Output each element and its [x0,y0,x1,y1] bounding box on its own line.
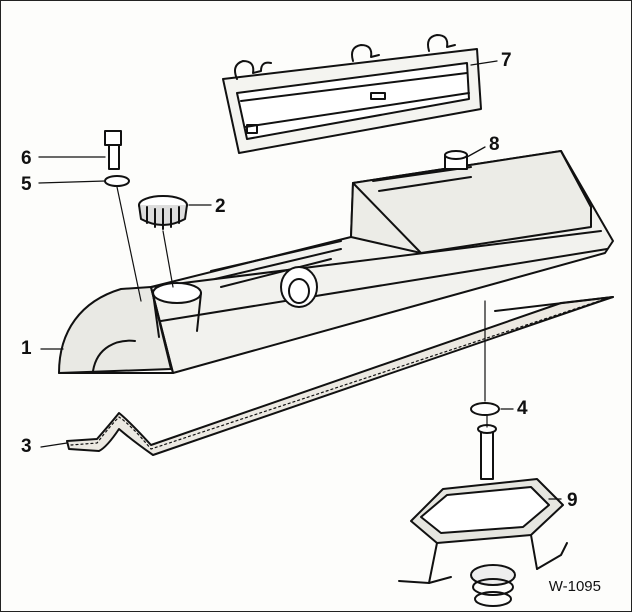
bolt-part [104,130,122,170]
leader-lines [38,60,562,500]
filler-cap-part [138,195,188,230]
callout-7: 7 [501,50,512,71]
callout-5: 5 [21,174,32,195]
callout-1: 1 [21,338,32,359]
callout-2: 2 [215,196,226,217]
callout-4: 4 [517,398,528,419]
callout-8: 8 [489,134,500,155]
alignment-lines [116,186,488,428]
gasket-part [66,296,614,456]
cover-plate-part [222,34,482,154]
callout-6: 6 [21,148,32,169]
plug-part [444,150,468,170]
valve-cover-part [58,150,614,374]
callout-3: 3 [21,436,32,457]
figure-code: W-1095 [548,578,601,595]
breather-part [398,424,568,607]
seal-ring-part [470,402,500,416]
callout-9: 9 [567,490,578,511]
washer-part [104,175,130,187]
